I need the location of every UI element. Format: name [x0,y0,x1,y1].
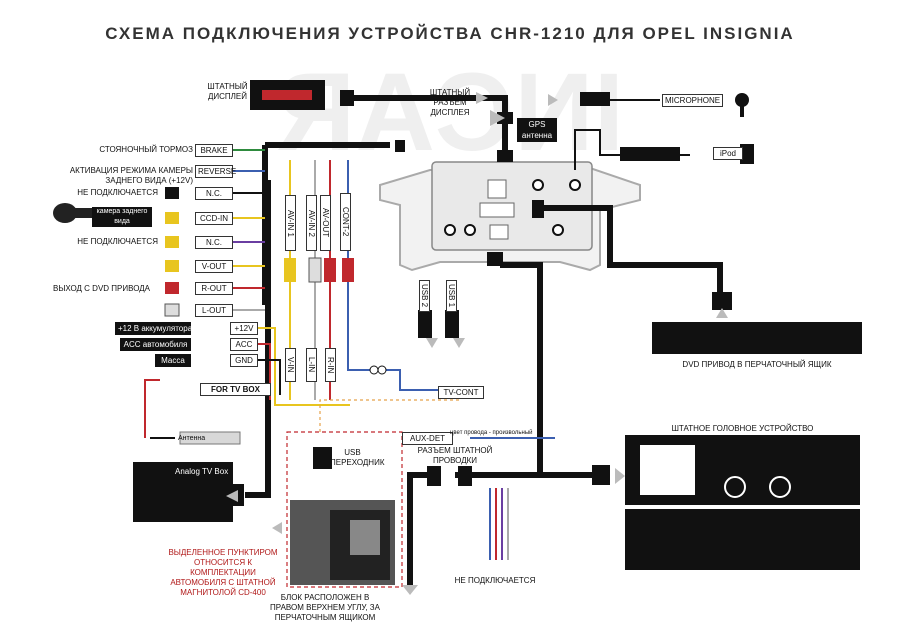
analog-tv-label: Analog TV Box [175,467,229,476]
camera-desc: камера заднего вида [92,207,152,227]
ground-desc: Масса [155,354,191,367]
rin-tag: R-IN [325,348,336,382]
dvd-out-desc: ВЫХОД С DVD ПРИВОДА [53,284,150,293]
std-display-connector-label: ШТАТНЫЙ РАЗЪЕМ ДИСПЛЕЯ [429,88,471,117]
rear-camera-shape [53,203,92,223]
not-connected-label: НЕ ПОДКЛЮЧАЕТСЯ [454,576,536,585]
main-cables [245,95,723,585]
ccd-in-tag: CCD-IN [195,212,233,225]
antenna-label: Антенна [178,435,206,442]
arrows [226,92,728,595]
nc2-tag: N.C. [195,236,233,249]
av-in1-tag: AV-IN 1 [285,195,296,251]
watermark: INCAR [276,51,624,174]
usb-adapter-label: USB ПЕРЕХОДНИК [330,448,385,467]
for-tv-box-tag: FOR TV BOX [200,383,271,396]
rca-plugs [164,187,354,317]
p12v-tag: +12V [230,322,258,335]
dvd-drive-label: DVD ПРИВОД В ПЕРЧАТОЧНЫЙ ЯЩИК [682,360,832,369]
head-unit-outline [379,161,641,272]
ipod-connector-shape [740,144,754,164]
microphone-tag: MICROPHONE [662,94,723,107]
gnd-tag: GND [230,354,258,367]
usb2-tag: USB 2 [419,280,430,312]
wire-hint: цвет провода - произвольный [450,430,533,436]
usb-adapter-shape [313,447,331,469]
v-out-tag: V-OUT [195,260,233,273]
analog-tv-shape [133,462,233,522]
r-out-tag: R-OUT [195,282,233,295]
av-in2-tag: AV-IN 2 [306,195,317,251]
gps-tag: GPS антенна [517,118,557,142]
cd400-dashed-region [286,431,403,588]
head-unit-label: ШТАТНОЕ ГОЛОВНОЕ УСТРОЙСТВО [671,424,814,433]
nc-tag: N.C. [195,187,233,200]
reverse-desc: АКТИВАЦИЯ РЕЖИМА КАМЕРЫ ЗАДНЕГО ВИДА (+1… [69,166,193,185]
acc-desc: ACC автомобиля [120,338,191,351]
cont2-tag: CONT-2 [340,193,351,251]
highlighted-note: ВЫДЕЛЕННОЕ ПУНКТИРОМ ОТНОСИТСЯ К КОМПЛЕК… [168,548,278,597]
lin-tag: L-IN [306,348,317,382]
vin-tag: V-IN [285,348,296,382]
tv-cont-tag: TV-CONT [438,386,484,399]
ipod-tag: iPod [713,147,743,160]
dvd-drive-shape [652,322,862,354]
std-wiring-connector-label: РАЗЪЕМ ШТАТНОЙ ПРОВОДКИ [417,446,493,465]
nc2-desc: НЕ ПОДКЛЮЧАЕТСЯ [77,237,158,246]
l-out-tag: L-OUT [195,304,233,317]
block-location-note: БЛОК РАСПОЛОЖЕН В ПРАВОМ ВЕРХНЕМ УГЛУ, З… [270,593,380,622]
std-display-label: ШТАТНЫЙ ДИСПЛЕЙ [207,82,248,101]
acc-tag: ACC [230,338,258,351]
power-12v-desc: +12 В аккумулятора [115,322,192,335]
aux-det-tag: AUX-DET [402,432,453,445]
brake-tag: BRAKE [195,144,233,157]
brake-desc: СТОЯНОЧНЫЙ ТОРМОЗ [99,145,193,154]
nc1-desc: НЕ ПОДКЛЮЧАЕТСЯ [77,188,158,197]
usb1-tag: USB 1 [446,280,457,312]
reverse-tag: REVERSE [195,165,236,178]
mic-icon [735,93,749,117]
page-title: СХЕМА ПОДКЛЮЧЕНИЯ УСТРОЙСТВА CHR-1210 ДЛ… [105,24,795,43]
fuse-symbol [369,365,387,375]
av-out-tag: AV-OUT [320,195,331,251]
